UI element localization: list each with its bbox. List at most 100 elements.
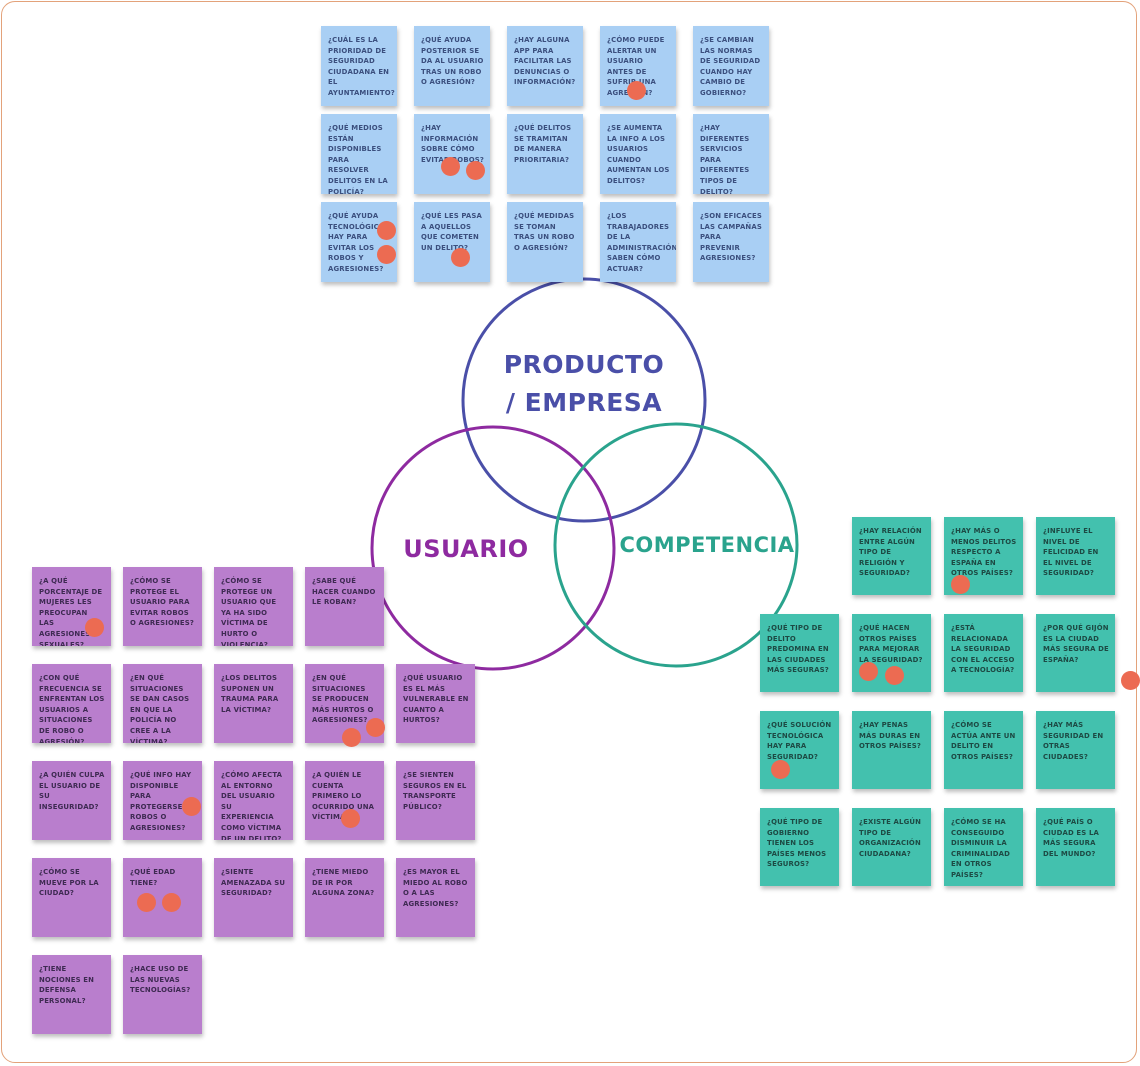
sticky-note-usuario[interactable]: ¿Cómo se protege un usuario que ya ha si… [214, 567, 293, 646]
sticky-note-usuario[interactable]: ¿Siente amenazada su seguridad? [214, 858, 293, 937]
sticky-note-text: ¿Siente amenazada su seguridad? [221, 868, 286, 898]
sticky-note-text: ¿Qué tipo de delito predomina en las ciu… [767, 624, 829, 675]
sticky-note-text: ¿Qué medios están disponibles para resol… [328, 124, 388, 194]
sticky-note-producto[interactable]: ¿Qué les pasa a aquellos que cometen un … [414, 202, 490, 282]
sticky-note-text: ¿Tiene nociones en defensa personal? [39, 965, 95, 1005]
sticky-note-text: ¿A quién culpa el usuario de su inseguri… [39, 771, 105, 811]
sticky-note-usuario[interactable]: ¿Cómo se protege el usuario para evitar … [123, 567, 202, 646]
sticky-note-usuario[interactable]: ¿Qué usuario es el más vulnerable en cua… [396, 664, 475, 743]
sticky-note-usuario[interactable]: ¿A quién le cuenta primero lo ocurrido u… [305, 761, 384, 840]
sticky-note-producto[interactable]: ¿Qué delitos se tramitan de manera prior… [507, 114, 583, 194]
vote-dot [441, 157, 460, 176]
vote-dot [377, 221, 396, 240]
sticky-note-usuario[interactable]: ¿Tiene miedo de ir por alguna zona? [305, 858, 384, 937]
sticky-note-text: ¿Cómo se protege el usuario para evitar … [130, 577, 195, 628]
sticky-note-text: ¿Hay alguna app para facilitar las denun… [514, 36, 576, 87]
sticky-note-producto[interactable]: ¿Hay información sobre cómo evitar robos… [414, 114, 490, 194]
circle-label-usuario: USUARIO [386, 533, 546, 565]
circle-label-producto-line2: / EMPRESA [505, 388, 663, 417]
sticky-note-text: ¿Qué edad tiene? [130, 868, 176, 887]
sticky-note-text: ¿Cuál es la prioridad de seguridad ciuda… [328, 36, 395, 97]
sticky-note-usuario[interactable]: ¿Los delitos suponen un trauma para la v… [214, 664, 293, 743]
sticky-note-usuario[interactable]: ¿En qué situaciones se dan casos en que … [123, 664, 202, 743]
sticky-note-competencia[interactable]: ¿Qué país o ciudad es la más segura del … [1036, 808, 1115, 886]
sticky-note-usuario[interactable]: ¿Hace uso de las nuevas tecnologías? [123, 955, 202, 1034]
sticky-note-text: ¿Qué les pasa a aquellos que cometen un … [421, 212, 483, 252]
sticky-note-competencia[interactable]: ¿Qué tipo de gobierno tienen los países … [760, 808, 839, 886]
vote-dot [859, 662, 878, 681]
sticky-note-producto[interactable]: ¿Hay alguna app para facilitar las denun… [507, 26, 583, 106]
sticky-note-producto[interactable]: ¿Se aumenta la info a los usuarios cuand… [600, 114, 676, 194]
circle-label-producto: PRODUCTO / EMPRESA [484, 346, 684, 422]
sticky-note-text: ¿Cómo afecta al entorno del usuario su e… [221, 771, 283, 840]
sticky-note-producto[interactable]: ¿Qué medios están disponibles para resol… [321, 114, 397, 194]
circle-competencia [553, 422, 799, 668]
sticky-note-competencia[interactable]: ¿Hay penas más duras en otros países? [852, 711, 931, 789]
sticky-note-text: ¿Se sienten seguros en el transporte púb… [403, 771, 467, 811]
sticky-note-producto[interactable]: ¿Los trabajadores de la administración s… [600, 202, 676, 282]
sticky-note-text: ¿Qué info hay disponible para protegerse… [130, 771, 196, 832]
sticky-note-competencia[interactable]: ¿Cómo se actúa ante un delito en otros p… [944, 711, 1023, 789]
sticky-note-usuario[interactable]: ¿Es mayor el miedo al robo o a las agres… [396, 858, 475, 937]
sticky-note-text: ¿Cómo se ha conseguido disminuir la crim… [951, 818, 1010, 879]
sticky-note-text: ¿Hay más seguridad en otras ciudades? [1043, 721, 1104, 761]
sticky-note-usuario[interactable]: ¿Sabe qué hacer cuando le roban? [305, 567, 384, 646]
sticky-note-text: ¿Cómo se mueve por la ciudad? [39, 868, 99, 898]
sticky-note-producto[interactable]: ¿Hay diferentes servicios para diferente… [693, 114, 769, 194]
sticky-note-producto[interactable]: ¿Qué ayuda tecnológica hay para evitar l… [321, 202, 397, 282]
circle-usuario [370, 425, 616, 671]
vote-dot [451, 248, 470, 267]
sticky-note-text: ¿Son eficaces las campañas para prevenir… [700, 212, 763, 263]
vote-dot [377, 245, 396, 264]
sticky-note-producto[interactable]: ¿Cuál es la prioridad de seguridad ciuda… [321, 26, 397, 106]
sticky-note-usuario[interactable]: ¿Se sienten seguros en el transporte púb… [396, 761, 475, 840]
sticky-note-usuario[interactable]: ¿Cómo afecta al entorno del usuario su e… [214, 761, 293, 840]
vote-dot [366, 718, 385, 737]
sticky-note-competencia[interactable]: ¿Qué solución tecnológica hay para segur… [760, 711, 839, 789]
circle-label-competencia: COMPETENCIA [612, 530, 802, 560]
sticky-note-competencia[interactable]: ¿Hay más seguridad en otras ciudades? [1036, 711, 1115, 789]
sticky-note-competencia[interactable]: ¿Existe algún tipo de organización ciuda… [852, 808, 931, 886]
sticky-note-text: ¿Existe algún tipo de organización ciuda… [859, 818, 922, 858]
vote-dot [951, 575, 970, 594]
vote-dot [137, 893, 156, 912]
sticky-note-competencia[interactable]: ¿Qué tipo de delito predomina en las ciu… [760, 614, 839, 692]
sticky-note-text: ¿Hay más o menos delitos respecto a Espa… [951, 527, 1017, 578]
sticky-note-text: ¿Qué tipo de gobierno tienen los países … [767, 818, 827, 869]
circle-label-usuario-text: USUARIO [403, 535, 529, 563]
sticky-note-usuario[interactable]: ¿Con qué frecuencia se enfrentan los usu… [32, 664, 111, 743]
sticky-note-competencia[interactable]: ¿Influye el nivel de felicidad en el niv… [1036, 517, 1115, 595]
vote-dot [627, 81, 646, 100]
sticky-note-usuario[interactable]: ¿Cómo se mueve por la ciudad? [32, 858, 111, 937]
sticky-note-usuario[interactable]: ¿Tiene nociones en defensa personal? [32, 955, 111, 1034]
sticky-note-producto[interactable]: ¿Se cambian las normas de seguridad cuan… [693, 26, 769, 106]
sticky-note-text: ¿Hace uso de las nuevas tecnologías? [130, 965, 191, 995]
vote-dot [162, 893, 181, 912]
sticky-note-usuario[interactable]: ¿A quién culpa el usuario de su inseguri… [32, 761, 111, 840]
sticky-note-text: ¿Qué hacen otros países para mejorar la … [859, 624, 923, 664]
sticky-note-text: ¿Está relacionada la seguridad con el ac… [951, 624, 1015, 675]
sticky-note-text: ¿Es mayor el miedo al robo o a las agres… [403, 868, 468, 908]
sticky-note-producto[interactable]: ¿Qué ayuda posterior se da al usuario tr… [414, 26, 490, 106]
sticky-note-competencia[interactable]: ¿Hay relación entre algún tipo de religi… [852, 517, 931, 595]
sticky-note-competencia[interactable]: ¿Por qué Gijón es la ciudad más segura d… [1036, 614, 1115, 692]
sticky-note-text: ¿A qué porcentaje de mujeres les preocup… [39, 577, 103, 646]
sticky-note-text: ¿A quién le cuenta primero lo ocurrido u… [312, 771, 375, 822]
sticky-note-producto[interactable]: ¿Qué medidas se toman tras un robo o agr… [507, 202, 583, 282]
sticky-note-producto[interactable]: ¿Son eficaces las campañas para prevenir… [693, 202, 769, 282]
sticky-note-text: ¿Qué usuario es el más vulnerable en cua… [403, 674, 469, 725]
sticky-note-text: ¿Los delitos suponen un trauma para la v… [221, 674, 279, 714]
vote-dot [342, 728, 361, 747]
circle-label-competencia-text: COMPETENCIA [619, 533, 795, 557]
sticky-note-text: ¿En qué situaciones se producen más hurt… [312, 674, 374, 725]
vote-dot [885, 666, 904, 685]
sticky-note-text: ¿Se aumenta la info a los usuarios cuand… [607, 124, 670, 185]
sticky-note-text: ¿Hay diferentes servicios para diferente… [700, 124, 750, 194]
sticky-note-text: ¿Por qué Gijón es la ciudad más segura d… [1043, 624, 1109, 664]
sticky-note-text: ¿Qué medidas se toman tras un robo o agr… [514, 212, 575, 252]
sticky-note-competencia[interactable]: ¿Está relacionada la seguridad con el ac… [944, 614, 1023, 692]
sticky-note-competencia[interactable]: ¿Cómo se ha conseguido disminuir la crim… [944, 808, 1023, 886]
sticky-note-text: ¿Se cambian las normas de seguridad cuan… [700, 36, 761, 97]
sticky-note-text: ¿Sabe qué hacer cuando le roban? [312, 577, 376, 607]
